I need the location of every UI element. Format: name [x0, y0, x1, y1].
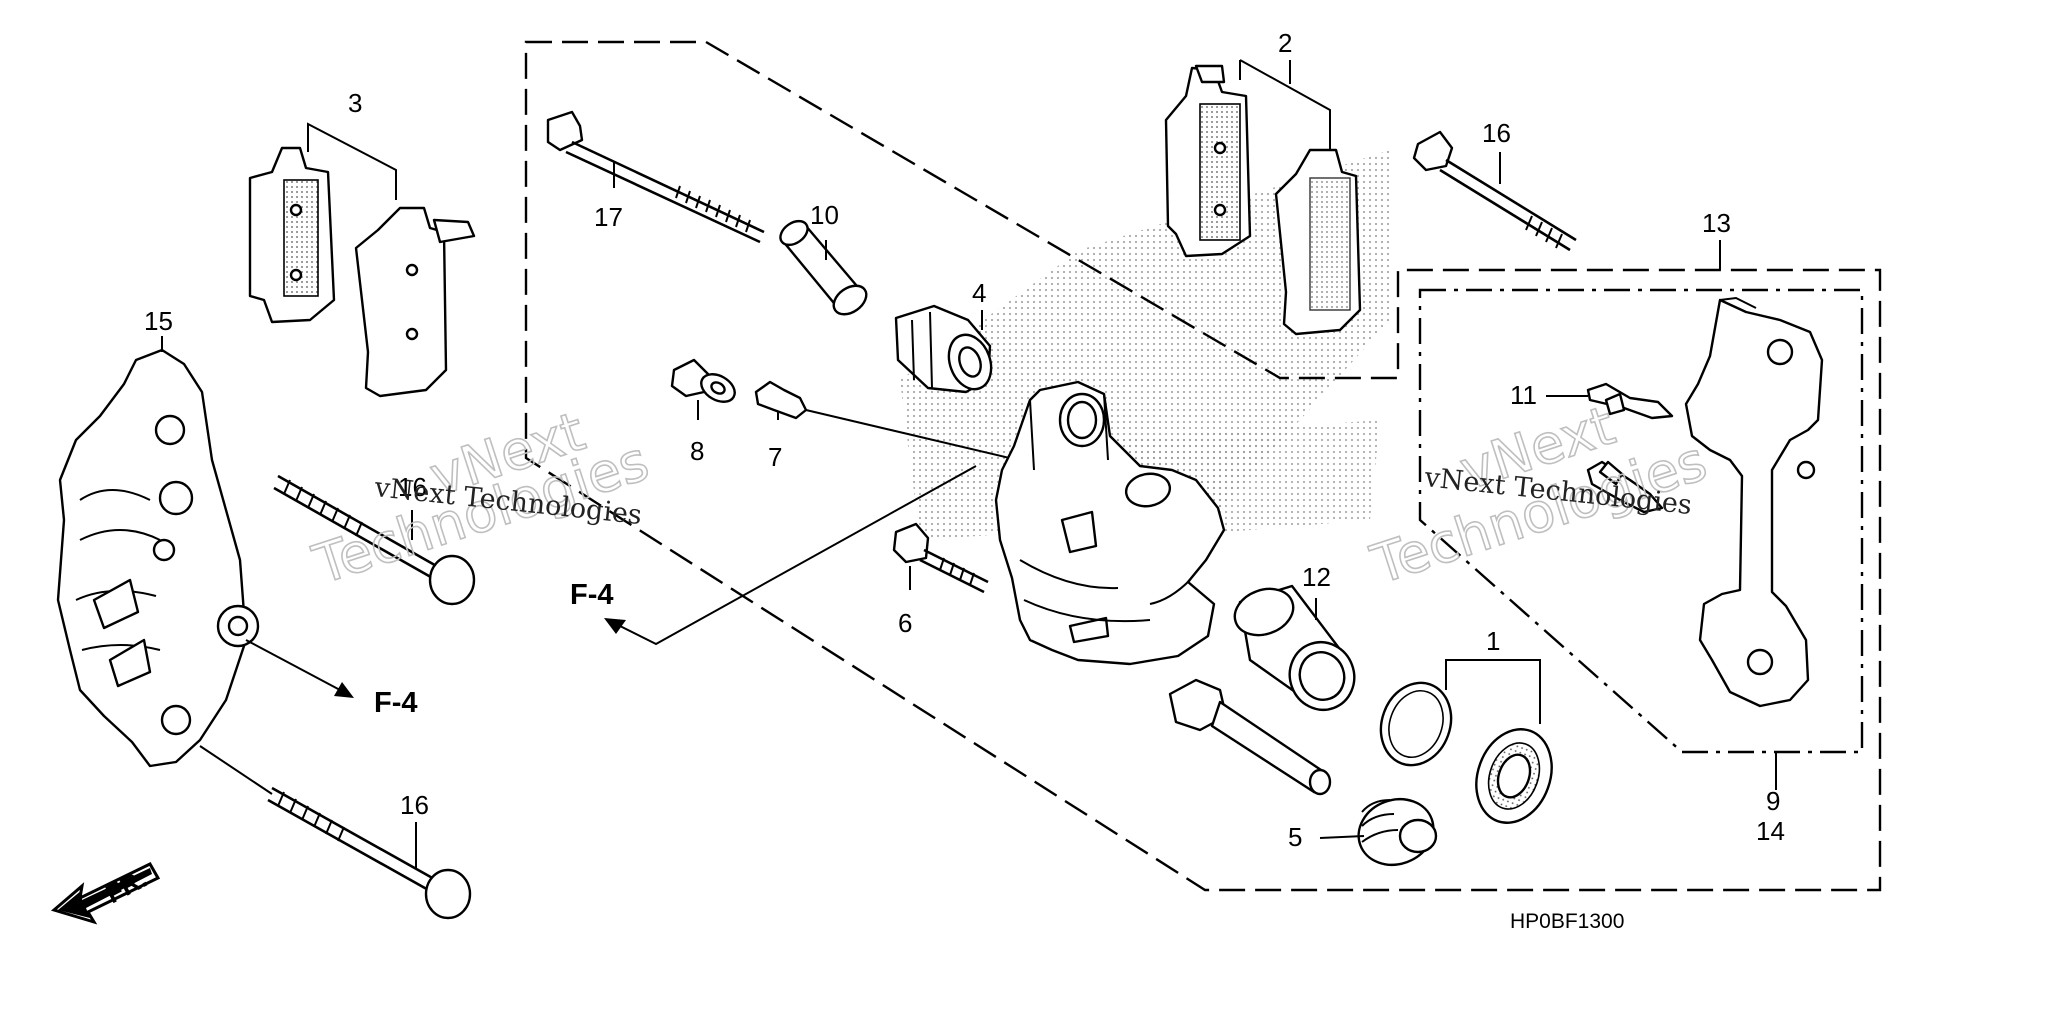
bolt-16-right: [1412, 130, 1577, 252]
front-direction-arrow-icon: [50, 862, 161, 925]
callout-15: 15: [144, 306, 173, 336]
assembly-frame-9: [1418, 288, 1864, 754]
piston-seal: [1379, 681, 1453, 767]
diagram-code: HP0BF1300: [1510, 910, 1624, 933]
callout-7: 7: [768, 442, 782, 472]
callout-10: 10: [810, 200, 839, 230]
bleeder-valve-7: [754, 380, 1019, 461]
bolt-6: [892, 522, 989, 594]
leader-lines: [161, 59, 1777, 868]
callout-16-lower: 16: [400, 790, 429, 820]
callout-1: 1: [1486, 626, 1500, 656]
callout-17: 17: [594, 202, 623, 232]
callout-3: 3: [348, 88, 362, 118]
reference-arrows: [334, 618, 626, 698]
bolt-17: [546, 110, 765, 244]
callout-13: 13: [1702, 208, 1731, 238]
bolt-16-lower: [199, 745, 472, 920]
collar-10: [779, 219, 868, 316]
callout-16-right: 16: [1482, 118, 1511, 148]
brake-pad-left-inner: [248, 146, 336, 324]
pad-spring-11: [1586, 382, 1674, 420]
assembly-frame-1: [524, 40, 1882, 892]
bolt-16-upper: [273, 474, 476, 606]
pad-spring-9: [1586, 460, 1664, 514]
watermark-left: vNext Technologies vNext Technologies: [305, 399, 657, 598]
reference-label-lower: F-4: [374, 687, 418, 719]
brake-pad-right-outer: [1274, 148, 1362, 336]
arrow-to-f4-upper-icon: [604, 618, 626, 634]
pin-boot-5: [1357, 798, 1438, 866]
watermark-right: vNext Technologies vNext Technologies: [1363, 393, 1715, 598]
callout-4: 4: [972, 278, 986, 308]
pin-bolt: [1168, 678, 1332, 796]
callout-14: 14: [1756, 816, 1785, 846]
caliper-bracket-13: [1684, 296, 1824, 708]
caliper-housing-15: [56, 348, 260, 768]
callout-12: 12: [1302, 562, 1331, 592]
piston-12: [1233, 584, 1356, 711]
reference-label-upper: F-4: [570, 579, 614, 611]
brake-pad-left-outer: [354, 206, 476, 398]
brake-pad-right-inner: [1164, 64, 1252, 258]
bleeder-cap-8: [670, 358, 736, 403]
callout-5: 5: [1288, 822, 1302, 852]
callout-9: 9: [1766, 786, 1780, 816]
dust-seal: [1475, 728, 1553, 824]
arrow-to-f4-lower-icon: [334, 682, 354, 698]
callout-11: 11: [1510, 380, 1537, 410]
callout-16-upper: 16: [398, 472, 427, 502]
boot-4: [894, 304, 993, 394]
callout-2: 2: [1278, 28, 1292, 58]
callout-labels: 3 2 17 10 4 8 7 6 12 1 5 13 11 9 14 15 1…: [144, 28, 1785, 852]
caliper-body: [994, 380, 1226, 666]
callout-8: 8: [690, 436, 704, 466]
callout-6: 6: [898, 608, 912, 638]
